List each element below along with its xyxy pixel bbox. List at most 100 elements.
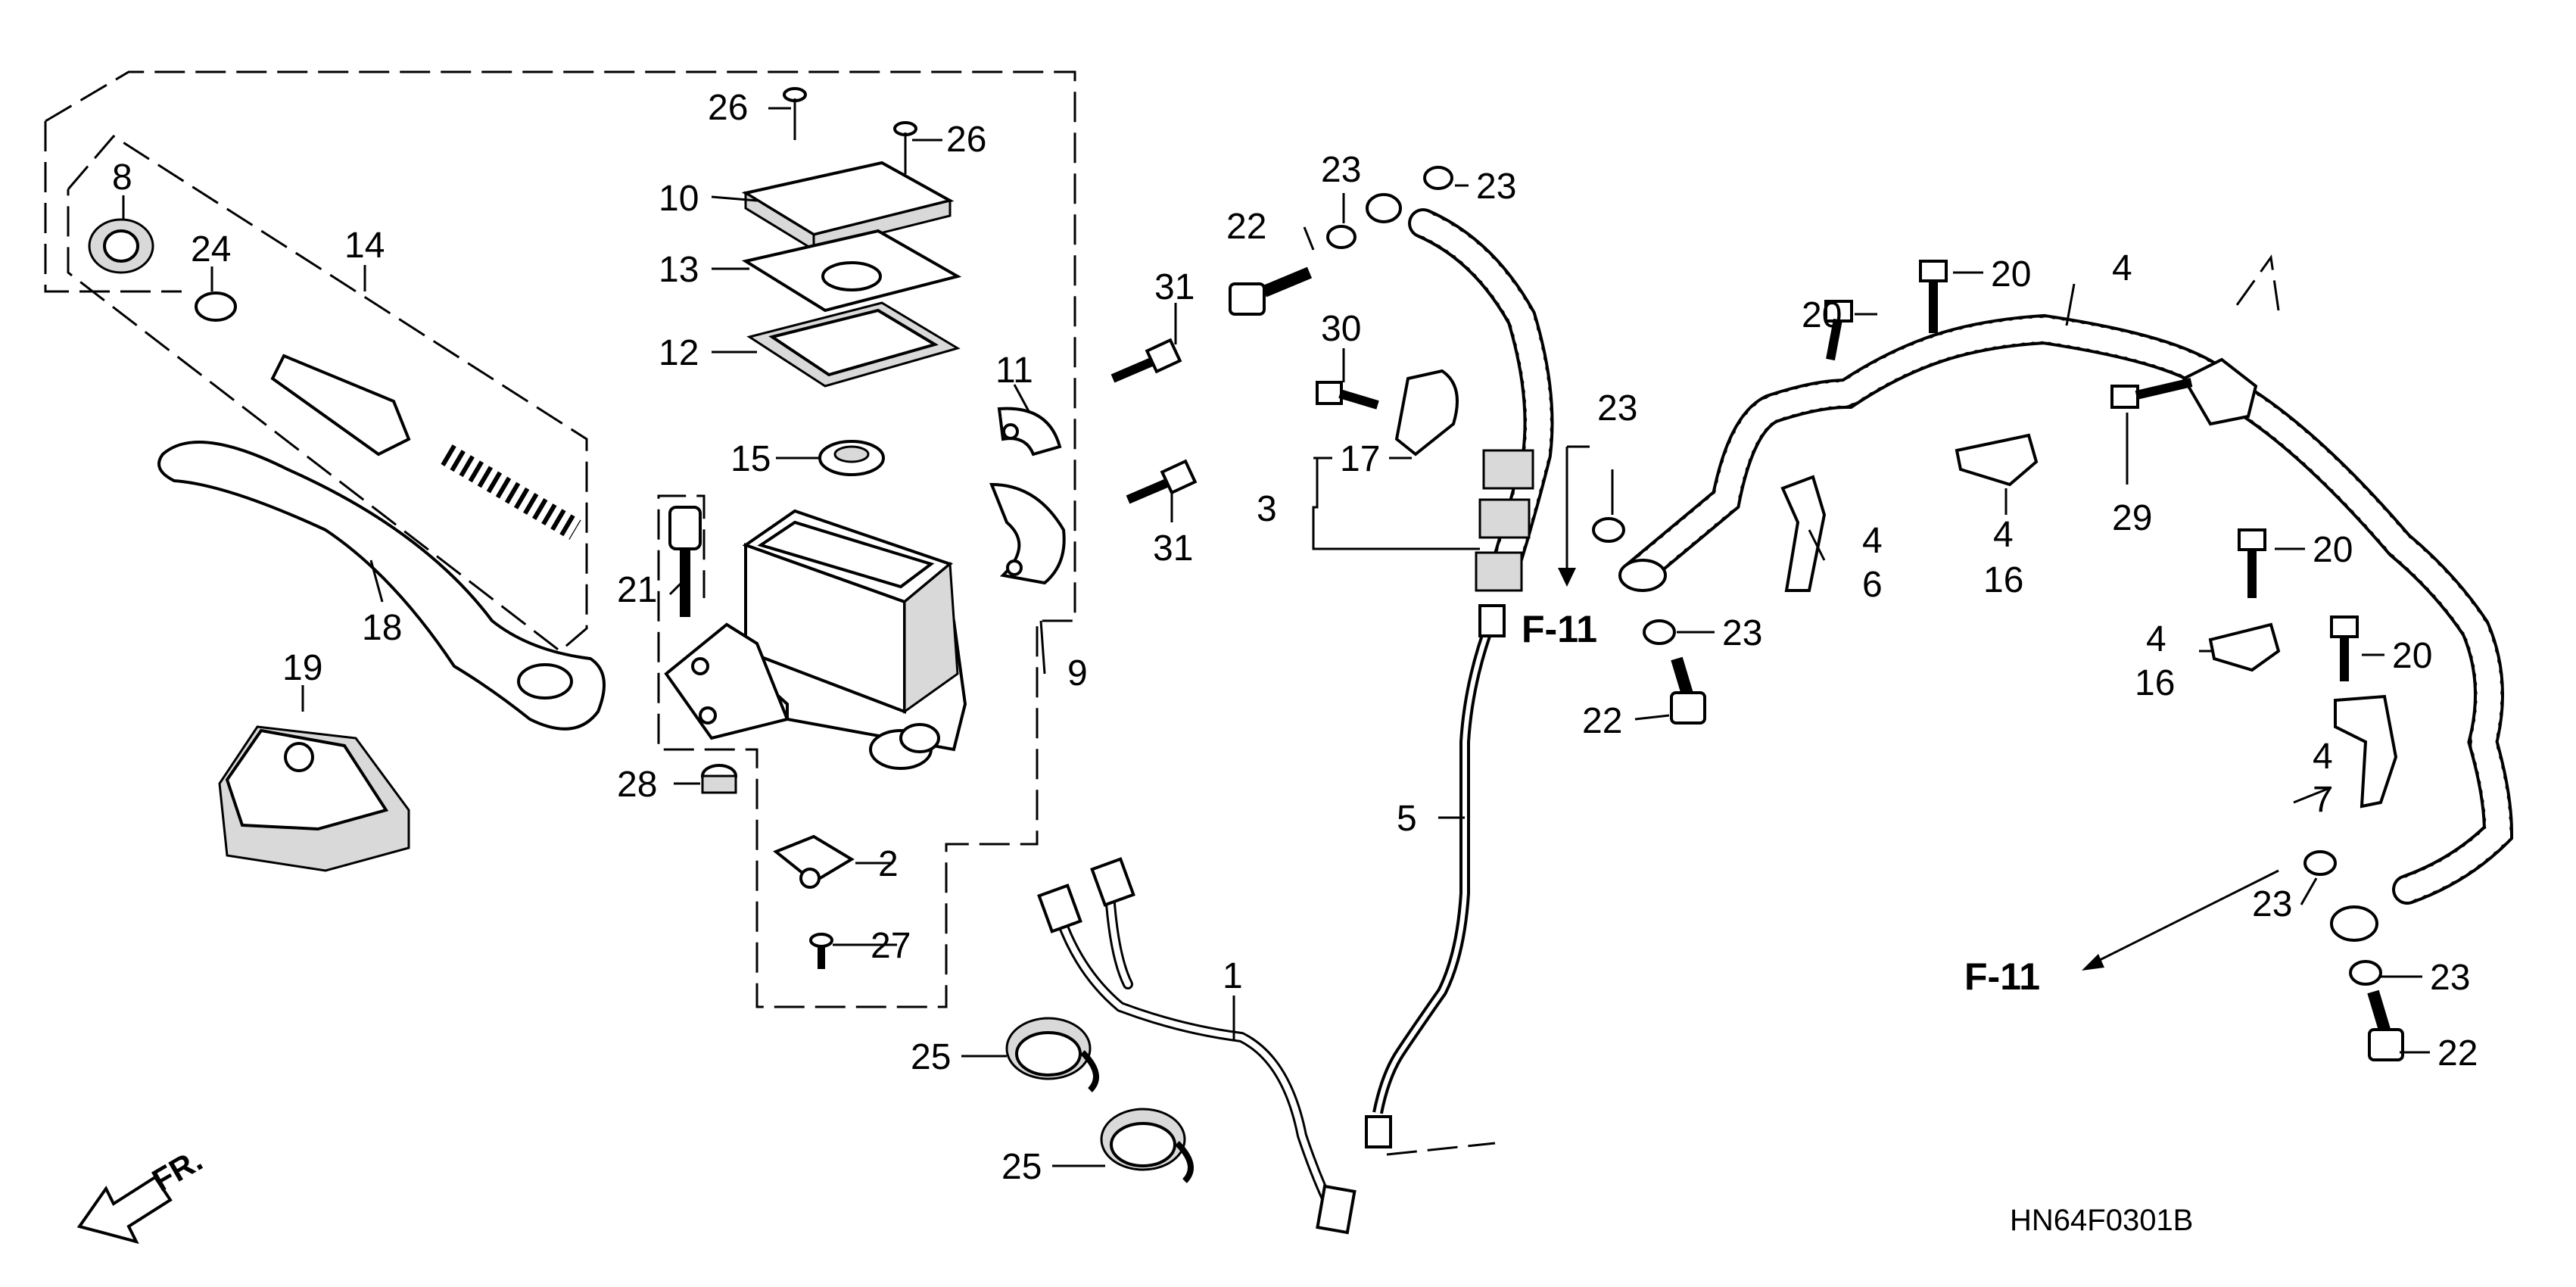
arrow-left-down-icon — [76, 1175, 173, 1245]
master-cylinder-group — [88, 87, 1198, 969]
callout-28: 28 — [617, 765, 657, 805]
callout-23-f: 23 — [2430, 958, 2470, 998]
callout-2: 2 — [878, 844, 899, 884]
bolt-20-d — [2330, 615, 2359, 681]
callout-20-a: 20 — [1802, 295, 1842, 335]
ref-f11-right: F-11 — [1964, 955, 2040, 998]
hose-stay-16-b — [2208, 622, 2281, 672]
assembly-outlines — [44, 70, 2280, 1156]
brake-hose-upper — [1366, 193, 1554, 592]
bolt-29 — [2110, 378, 2193, 409]
callout-4-e: 4 — [2313, 737, 2333, 777]
circlip — [195, 291, 237, 322]
hose-stay-7 — [2334, 694, 2398, 809]
callout-25-a: 25 — [911, 1037, 951, 1077]
bolt-20-c — [2238, 528, 2266, 598]
callout-4-b: 4 — [1862, 521, 1883, 561]
callout-7: 7 — [2313, 780, 2333, 820]
bolt-31-b — [1126, 459, 1198, 504]
callout-4-a: 4 — [2112, 248, 2132, 288]
callout-labels: 26 26 10 13 12 15 11 31 31 9 2 27 28 21 … — [112, 88, 2478, 1187]
callout-20-b: 20 — [1991, 254, 2031, 294]
callout-5: 5 — [1397, 799, 1417, 839]
diagram-code: HN64F0301B — [2010, 1204, 2193, 1237]
callout-13: 13 — [659, 250, 699, 290]
callout-26-a: 26 — [708, 88, 748, 128]
callout-27: 27 — [871, 926, 911, 966]
callout-18: 18 — [362, 608, 402, 648]
callout-23-c: 23 — [1597, 388, 1637, 428]
sealing-washer-23-d — [1643, 619, 1676, 645]
callout-11: 11 — [995, 351, 1033, 391]
callout-21: 21 — [617, 570, 657, 610]
pivot-bolt — [668, 506, 702, 617]
sealing-washer-23-e — [2303, 850, 2337, 876]
switch-harness — [1037, 857, 1357, 1235]
callout-12: 12 — [659, 333, 699, 373]
callout-16-a: 16 — [1983, 560, 2023, 600]
callout-16-b: 16 — [2135, 663, 2175, 703]
sealing-washer-23-b — [1423, 166, 1453, 190]
holder-bracket — [989, 407, 1066, 585]
piston-set — [88, 218, 581, 540]
bolt-20-a — [1919, 260, 1948, 333]
brake-switch — [773, 834, 855, 889]
banjo-bolt-22-c — [2367, 989, 2404, 1061]
banjo-bolt-22-b — [1670, 656, 1706, 725]
callout-20-c: 20 — [2313, 530, 2353, 570]
callout-14: 14 — [344, 226, 385, 266]
banjo-bolt-22-a — [1229, 266, 1313, 316]
callout-6: 6 — [1862, 565, 1883, 605]
lever-nut — [701, 764, 737, 794]
clamp-bolt-30 — [1316, 381, 1379, 410]
lever-cover — [218, 725, 410, 872]
brake-pipe — [1365, 604, 1506, 1148]
callout-4-d: 4 — [2146, 619, 2166, 659]
callout-20-d: 20 — [2392, 636, 2432, 676]
brake-lever — [157, 441, 606, 731]
callout-26-b: 26 — [946, 120, 986, 160]
sealing-washer-23-f — [2349, 960, 2382, 986]
callout-23-b: 23 — [1476, 167, 1516, 207]
callout-22-a: 22 — [1226, 207, 1266, 247]
callout-31-b: 31 — [1153, 528, 1193, 569]
hose-clamp-17 — [1394, 369, 1459, 457]
callout-31-a: 31 — [1154, 267, 1195, 307]
hose-joint — [2182, 357, 2258, 426]
callout-24: 24 — [191, 229, 231, 270]
master-cylinder-body — [664, 509, 967, 770]
callout-17: 17 — [1340, 439, 1380, 479]
callout-3: 3 — [1257, 489, 1277, 529]
callout-4-c: 4 — [1993, 515, 2014, 555]
front-brake-hose — [1618, 313, 2514, 942]
callout-8: 8 — [112, 157, 132, 198]
bolt-31-a — [1110, 338, 1182, 383]
screw-26-a — [783, 87, 807, 140]
callout-15: 15 — [730, 439, 771, 479]
callout-29: 29 — [2112, 498, 2152, 538]
band-clamp-25-a — [1005, 1017, 1099, 1092]
sealing-washer-23-c — [1592, 517, 1625, 543]
f11-right-arrow — [2082, 869, 2279, 971]
callout-23-e: 23 — [2252, 884, 2292, 924]
front-direction-arrow: FR. — [76, 1142, 208, 1245]
callout-30: 30 — [1321, 309, 1361, 349]
bolt-20-b — [1824, 300, 1853, 361]
screw-26-b — [893, 121, 917, 174]
hose-stay-16-a — [1955, 433, 2039, 487]
callout-22-c: 22 — [2437, 1033, 2478, 1074]
callout-10: 10 — [659, 179, 699, 219]
callout-1: 1 — [1223, 956, 1243, 996]
callout-19: 19 — [282, 648, 322, 688]
band-clamp-25-b — [1100, 1108, 1194, 1183]
leader-lines — [122, 107, 2430, 1167]
ref-f11-left: F-11 — [1522, 608, 1597, 650]
f11-left-arrow — [1558, 445, 1590, 587]
sealing-washer-23-a — [1326, 225, 1357, 249]
hose-stay-6 — [1780, 475, 1827, 592]
callout-9: 9 — [1067, 653, 1088, 693]
callout-23-d: 23 — [1722, 613, 1762, 653]
switch-screw — [809, 933, 833, 969]
callout-23-a: 23 — [1321, 150, 1361, 190]
callout-22-b: 22 — [1582, 701, 1622, 741]
